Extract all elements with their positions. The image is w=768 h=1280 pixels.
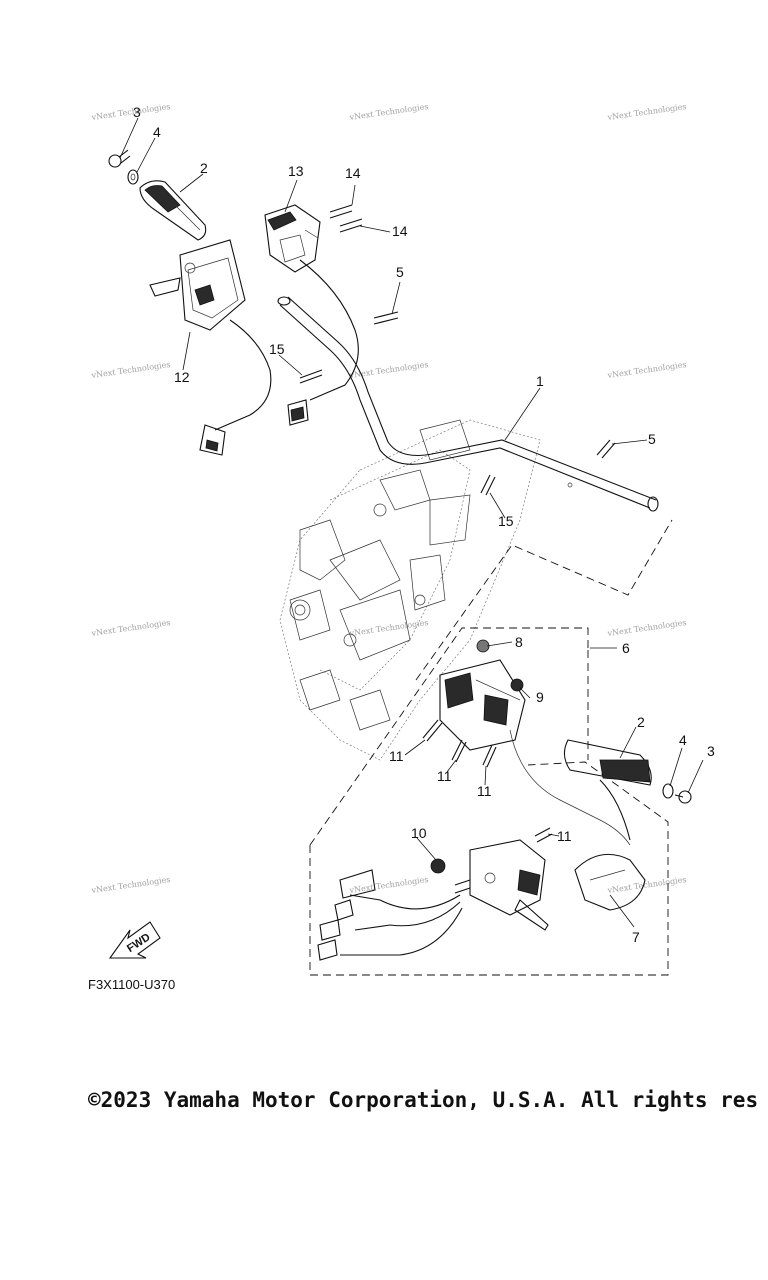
screw-14a	[329, 204, 353, 219]
watermark: vNext Technologies	[348, 360, 429, 380]
screws	[299, 204, 616, 496]
watermarks: vNext Technologies vNext Technologies vN…	[90, 102, 687, 895]
callouts: 3 4 2 13 14 14 5 12 15 1 5 15 8 6 9 2 4 …	[133, 104, 715, 945]
switch-cover	[264, 204, 359, 426]
callout-2: 2	[200, 160, 208, 176]
throttle-unit	[509, 729, 646, 911]
callout-3: 3	[133, 104, 141, 120]
callout-14: 14	[392, 223, 408, 239]
callout-3: 3	[707, 743, 715, 759]
callout-15: 15	[498, 513, 514, 529]
right-washer	[662, 783, 674, 799]
small-screws	[422, 719, 497, 768]
callout-6: 6	[622, 640, 630, 656]
copyright-notice: ©2023 Yamaha Motor Corporation, U.S.A. A…	[88, 1088, 759, 1112]
callout-15: 15	[269, 341, 285, 357]
screw-5b	[596, 439, 616, 459]
left-switch-assembly	[149, 239, 272, 456]
watermark: vNext Technologies	[348, 875, 429, 895]
watermark: vNext Technologies	[90, 618, 171, 638]
watermark: vNext Technologies	[90, 102, 171, 122]
callout-9: 9	[536, 689, 544, 705]
right-grip-cap	[674, 790, 692, 804]
watermark: vNext Technologies	[606, 102, 687, 122]
watermark: vNext Technologies	[90, 360, 171, 380]
leader-lines	[119, 117, 704, 928]
watermark: vNext Technologies	[606, 875, 687, 895]
callout-11: 11	[477, 783, 492, 799]
left-washer	[127, 169, 139, 185]
callout-5: 5	[648, 431, 656, 447]
callout-8: 8	[515, 634, 523, 650]
callout-13: 13	[288, 163, 304, 179]
screw-15a	[299, 369, 323, 384]
screw-14b	[339, 218, 363, 233]
handlebar	[277, 296, 659, 512]
right-switch-housing	[439, 639, 526, 751]
right-grip	[563, 739, 652, 786]
fwd-arrow-icon: FWD	[108, 921, 161, 959]
callout-7: 7	[632, 929, 640, 945]
watermark: vNext Technologies	[606, 618, 687, 638]
left-grip-cap	[108, 149, 131, 168]
watermark: vNext Technologies	[90, 875, 171, 895]
callout-11: 11	[389, 748, 404, 764]
callout-12: 12	[174, 369, 190, 385]
reference-code: F3X1100-U370	[88, 977, 176, 992]
callout-10: 10	[411, 825, 427, 841]
callout-11: 11	[557, 828, 572, 844]
switch-harness	[317, 869, 463, 961]
callout-14: 14	[345, 165, 361, 181]
watermark: vNext Technologies	[606, 360, 687, 380]
left-grip	[139, 180, 207, 241]
screw-15b	[480, 474, 496, 496]
callout-1: 1	[536, 373, 544, 389]
right-switch-group	[309, 519, 673, 976]
callout-11: 11	[437, 768, 452, 784]
watermark: vNext Technologies	[348, 102, 429, 122]
watermark: vNext Technologies	[348, 618, 429, 638]
callout-5: 5	[396, 264, 404, 280]
callout-2: 2	[637, 714, 645, 730]
steering-column-housing	[279, 419, 541, 761]
screw-5a	[373, 311, 399, 325]
throttle-lever	[430, 827, 553, 931]
callout-4: 4	[153, 124, 161, 140]
callout-4: 4	[679, 732, 687, 748]
